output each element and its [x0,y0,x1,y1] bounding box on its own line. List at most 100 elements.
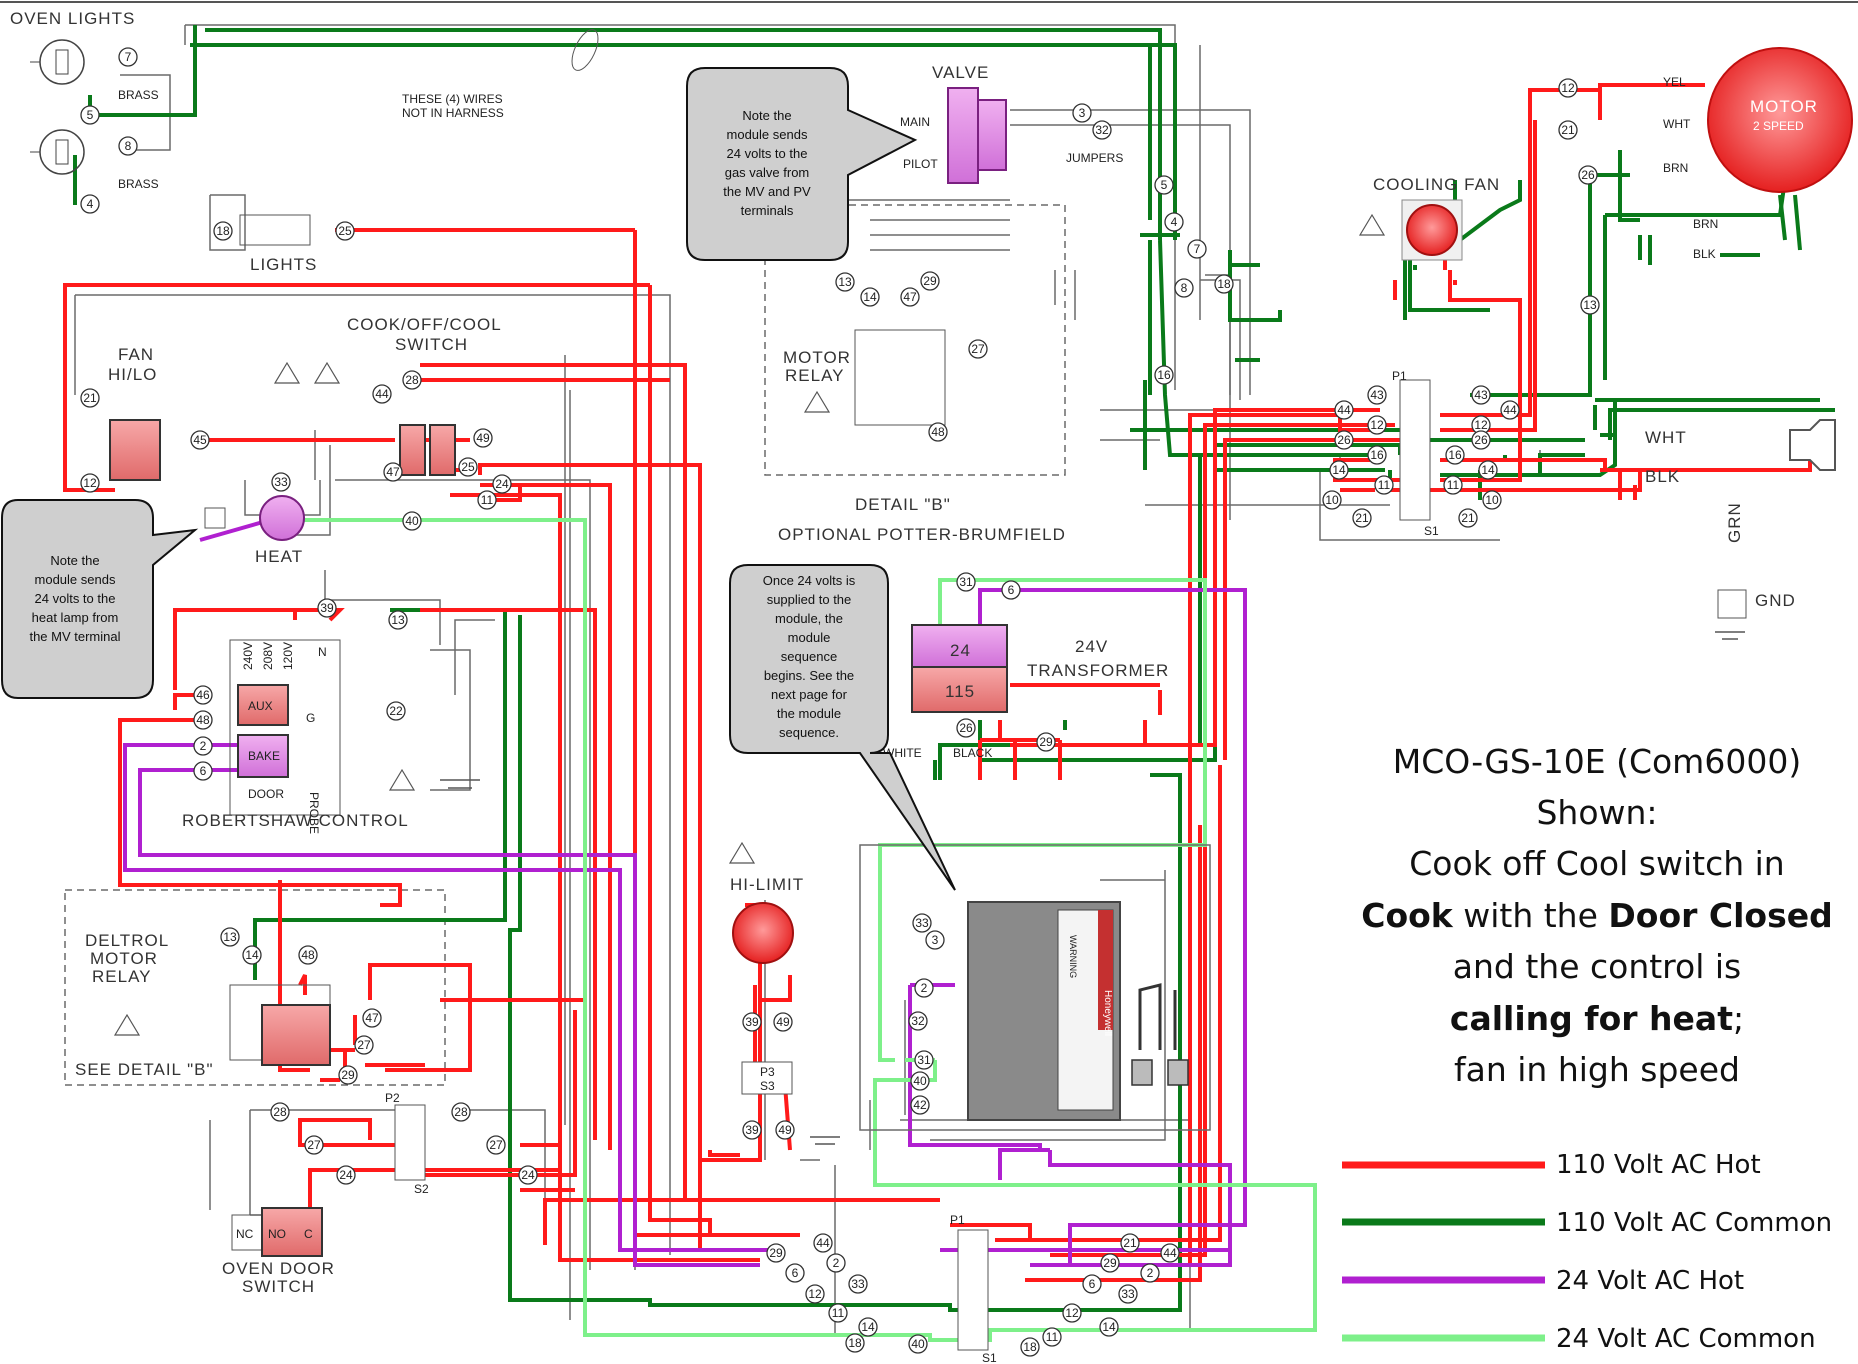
deltrol-label-3: RELAY [92,967,152,986]
wire-number-21: 21 [1558,120,1578,140]
fan-hilo-switch [109,419,161,481]
svg-text:13: 13 [838,275,852,289]
wire-number-12: 12 [80,473,100,493]
wire-number-12: 12 [1558,78,1578,98]
fan-hilo-label-1: FAN [118,345,154,364]
svg-text:40: 40 [911,1337,925,1351]
wire-number-49: 49 [775,1120,795,1140]
red-wires [63,83,1830,1282]
svg-text:26: 26 [1337,433,1351,447]
brn-label-2: BRN [1693,217,1718,231]
wire-number-29: 29 [1036,732,1056,752]
title-line-5: and the control is [1453,947,1741,986]
svg-text:25: 25 [461,460,475,474]
title-semicolon: ; [1733,999,1744,1038]
power-plug [1789,419,1836,471]
wire-number-27: 27 [486,1135,506,1155]
module-note-3: module, the [775,611,843,626]
heat-label: HEAT [255,547,303,566]
transformer-115 [911,666,1008,713]
wire-number-12: 12 [1367,415,1387,435]
wire-number-6: 6 [1082,1274,1102,1294]
harness-loop [571,29,599,71]
valve-note-6: terminals [741,203,794,218]
transformer-label-1: 24V [1075,637,1108,656]
wire-number-47: 47 [900,287,920,307]
svg-text:13: 13 [1583,298,1597,312]
svg-text:12: 12 [1474,418,1488,432]
svg-text:4: 4 [87,197,94,211]
wire-number-2: 2 [1140,1263,1160,1283]
p1-label-bottom: P1 [950,1213,965,1227]
svg-text:29: 29 [341,1068,355,1082]
svg-text:32: 32 [1095,123,1109,137]
svg-text:12: 12 [1370,418,1384,432]
svg-text:29: 29 [1039,735,1053,749]
svg-text:27: 27 [971,342,985,356]
oven-door-label-2: SWITCH [242,1277,315,1296]
detail-b-relay [854,329,946,426]
deltrol-label-1: DELTROL [85,931,169,950]
wire-number-18: 18 [213,221,233,241]
wire-number-31: 31 [914,1050,934,1070]
robertshaw-control [229,639,341,816]
hi-limit-label: HI-LIMIT [730,875,804,894]
door-label: DOOR [248,787,284,801]
volt-n: N [318,645,327,659]
gnd-label: GND [1755,591,1796,610]
wire-number-2: 2 [826,1253,846,1273]
svg-text:28: 28 [454,1105,468,1119]
svg-text:13: 13 [391,613,405,627]
svg-text:49: 49 [778,1123,792,1137]
svg-text:28: 28 [273,1105,287,1119]
svg-text:44: 44 [1503,403,1517,417]
blk-label: BLK [1693,247,1716,261]
svg-text:7: 7 [1194,242,1201,256]
svg-text:12: 12 [808,1287,822,1301]
callout-valve: Note the module sends 24 volts to the ga… [686,67,918,261]
svg-text:2: 2 [833,1256,840,1270]
svg-text:27: 27 [307,1138,321,1152]
aux-label: AUX [248,699,273,713]
svg-text:5: 5 [1161,178,1168,192]
gnd-terminal [1717,589,1747,619]
wire-number-33: 33 [1118,1284,1138,1304]
wire-number-10: 10 [1322,490,1342,510]
module-note-7: next page for [771,687,848,702]
brass-label-1: BRASS [118,88,159,102]
wire-number-44: 44 [1500,400,1520,420]
wire-number-26: 26 [1578,165,1598,185]
wire-number-26: 26 [1471,430,1491,450]
probe-label: PROBE [307,792,321,834]
wire-number-32: 32 [908,1011,928,1031]
motor [1707,47,1853,193]
svg-text:48: 48 [301,948,315,962]
bake-label: BAKE [248,749,280,763]
svg-text:26: 26 [1581,168,1595,182]
wire-number-6: 6 [1001,580,1021,600]
svg-text:42: 42 [913,1098,927,1112]
svg-text:6: 6 [1089,1277,1096,1291]
wire-number-11: 11 [1374,475,1394,495]
wire-number-10: 10 [1482,490,1502,510]
svg-text:31: 31 [917,1053,931,1067]
transformer-115-label: 115 [945,682,975,701]
svg-text:21: 21 [1561,123,1575,137]
svg-text:10: 10 [1325,493,1339,507]
svg-text:11: 11 [1046,1330,1059,1344]
svg-text:5: 5 [87,108,94,122]
heat-note-5: the MV terminal [29,629,120,644]
detail-b-box [764,204,1066,476]
svg-text:40: 40 [405,514,419,528]
grn-wire-label: GRN [1725,502,1744,543]
wire-number-43: 43 [1367,385,1387,405]
s1-label-bottom: S1 [982,1351,997,1364]
svg-text:11: 11 [1378,478,1391,492]
svg-text:28: 28 [405,373,419,387]
wire-number-5: 5 [1154,175,1174,195]
wire-number-47: 47 [383,462,403,482]
svg-text:21: 21 [1123,1236,1137,1250]
wire-number-22: 22 [386,701,406,721]
legend: 110 Volt AC Hot 110 Volt AC Common 24 Vo… [1342,1150,1832,1354]
wire-number-18: 18 [845,1333,865,1353]
